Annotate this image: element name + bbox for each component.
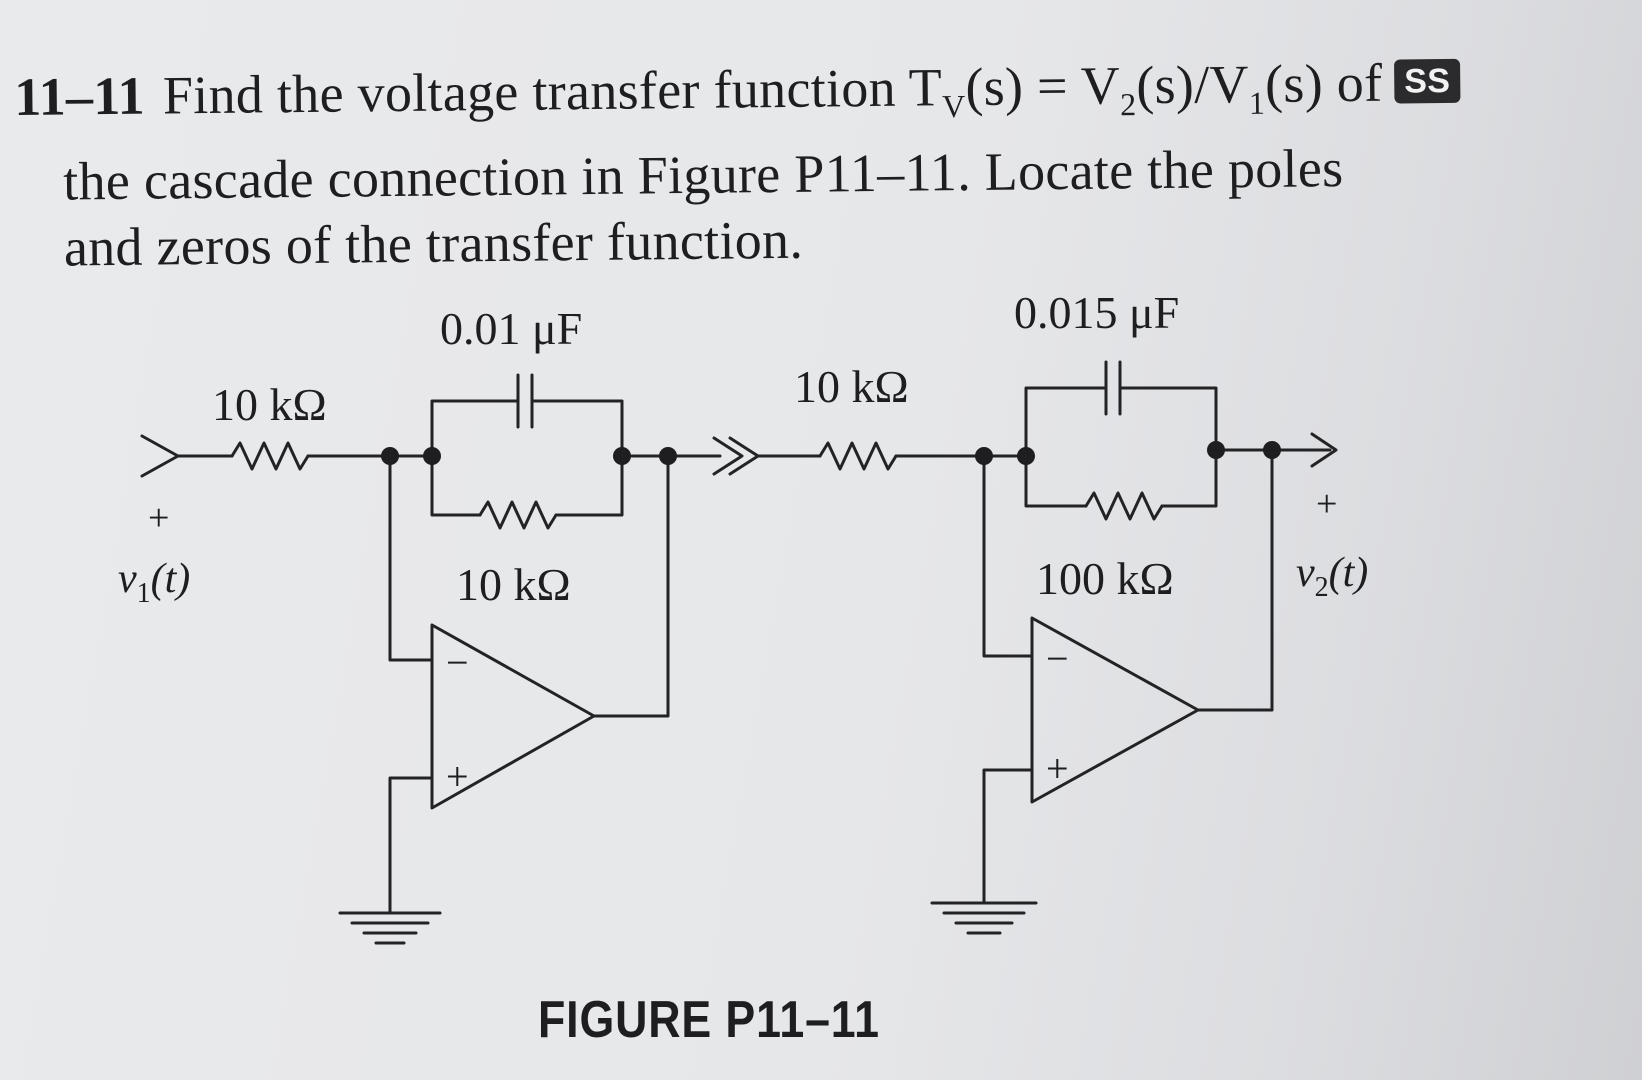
junction-dot — [613, 447, 631, 465]
junction-dot — [1017, 447, 1035, 465]
junction-dot — [423, 447, 441, 465]
v1-v: v — [118, 556, 137, 602]
input-terminal-arrow — [140, 434, 180, 478]
junction-dot — [381, 447, 399, 465]
capacitor-c1-symbol — [516, 373, 534, 429]
label-c1: 0.01 μF — [440, 303, 582, 354]
input-resistor-symbol — [230, 441, 310, 471]
junction-dot — [1207, 441, 1225, 459]
label-r-interstage: 10 kΩ — [794, 361, 909, 412]
ground-2-symbol — [930, 901, 1038, 935]
label-rf2: 100 kΩ — [1036, 553, 1174, 604]
resistor-interstage-symbol — [818, 441, 898, 471]
opamp-1-plus: + — [446, 754, 469, 799]
figure-caption: FIGURE P11–11 — [538, 991, 880, 1049]
junction-dot — [975, 447, 993, 465]
opamp-2-plus: + — [1046, 746, 1069, 791]
junction-dot — [659, 447, 677, 465]
output-terminal-arrow — [1310, 432, 1338, 468]
label-v1: v1(t) — [118, 556, 190, 609]
label-c2: 0.015 μF — [1014, 287, 1179, 338]
label-rf1: 10 kΩ — [456, 559, 571, 610]
v1-sub: 1 — [137, 578, 151, 609]
label-input-resistor: 10 kΩ — [212, 379, 327, 430]
label-v1-plus: + — [148, 497, 169, 539]
ground-1-symbol — [338, 911, 442, 945]
resistor-rf2-symbol — [1084, 491, 1164, 521]
label-v2-plus: + — [1316, 483, 1337, 525]
capacitor-c2-symbol — [1104, 360, 1122, 416]
resistor-rf1-symbol — [478, 500, 558, 530]
opamp-1-symbol — [430, 623, 596, 810]
label-v2: v2(t) — [1296, 550, 1368, 603]
opamp-2-minus: − — [1046, 636, 1069, 681]
junction-dot — [1263, 441, 1281, 459]
v2-v: v — [1296, 550, 1315, 596]
v2-rest: (t) — [1329, 550, 1369, 596]
opamp-2-symbol — [1030, 616, 1200, 804]
v2-sub: 2 — [1315, 572, 1329, 603]
opamp-1-minus: − — [446, 640, 469, 685]
v1-rest: (t) — [151, 556, 191, 602]
